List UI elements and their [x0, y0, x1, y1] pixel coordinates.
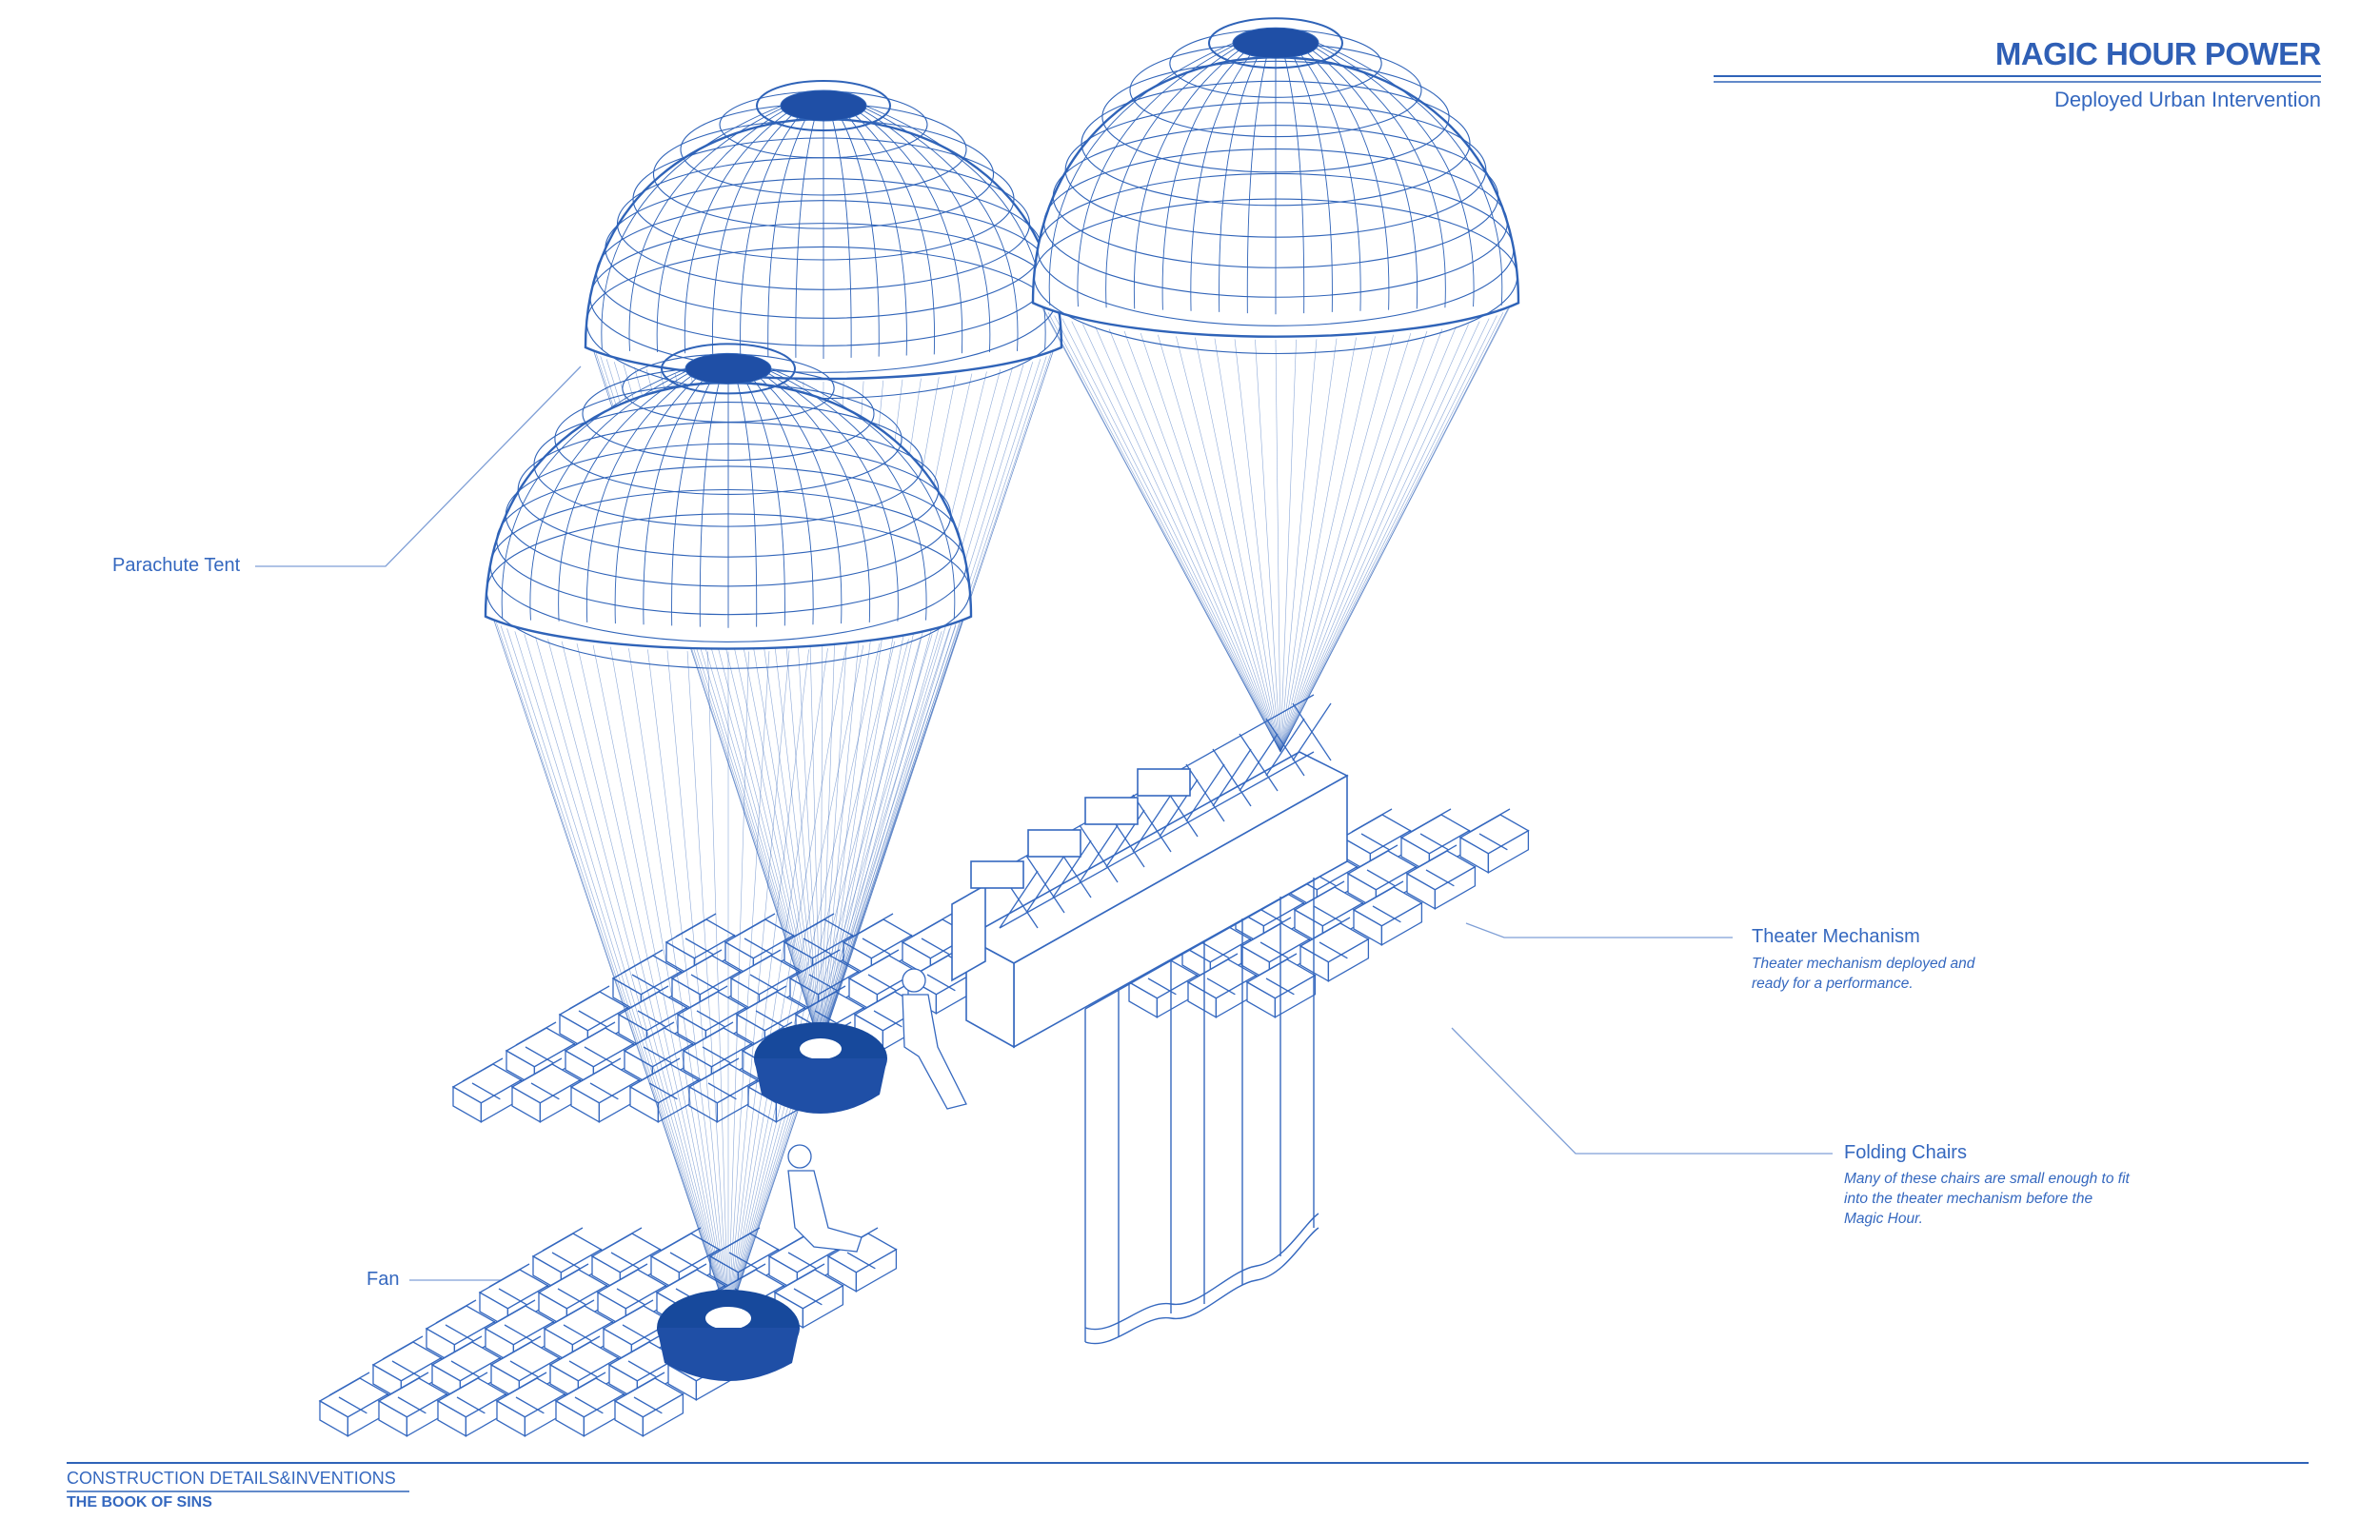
chair-field-lower: [318, 1227, 898, 1437]
fan-upper: [754, 1022, 887, 1114]
folding-chair-fields: [318, 808, 1530, 1437]
label-theater-mechanism: Theater Mechanism: [1752, 926, 1920, 947]
footer-rules: [67, 1462, 2309, 1492]
seated-figures: [787, 968, 967, 1253]
label-parachute-tent: Parachute Tent: [112, 555, 241, 576]
parachute-right: [1031, 17, 1520, 753]
footer-book-title: THE BOOK OF SINS: [67, 1494, 212, 1510]
title-rules: [1714, 75, 2321, 83]
fan-lower: [657, 1290, 800, 1381]
parachute-tents: [484, 17, 1520, 1319]
chair-field-right: [1127, 808, 1530, 1018]
desc-folding-chairs: Many of these chairs are small enough to…: [1844, 1171, 2130, 1227]
stage-curtain: [1084, 877, 1319, 1345]
desc-theater-mechanism: Theater mechanism deployed and ready for…: [1752, 956, 1975, 992]
parachute-front: [484, 343, 973, 1319]
page-subtitle: Deployed Urban Intervention: [2053, 88, 2321, 111]
leader-lines: [255, 365, 1833, 1281]
theater-mechanism: [951, 694, 1349, 1345]
theater-signs: [970, 768, 1191, 889]
footer-section-title: CONSTRUCTION DETAILS&INVENTIONS: [67, 1469, 396, 1488]
label-fan: Fan: [367, 1269, 400, 1290]
page-title: MAGIC HOUR POWER: [1994, 36, 2322, 71]
label-folding-chairs: Folding Chairs: [1844, 1142, 1967, 1163]
